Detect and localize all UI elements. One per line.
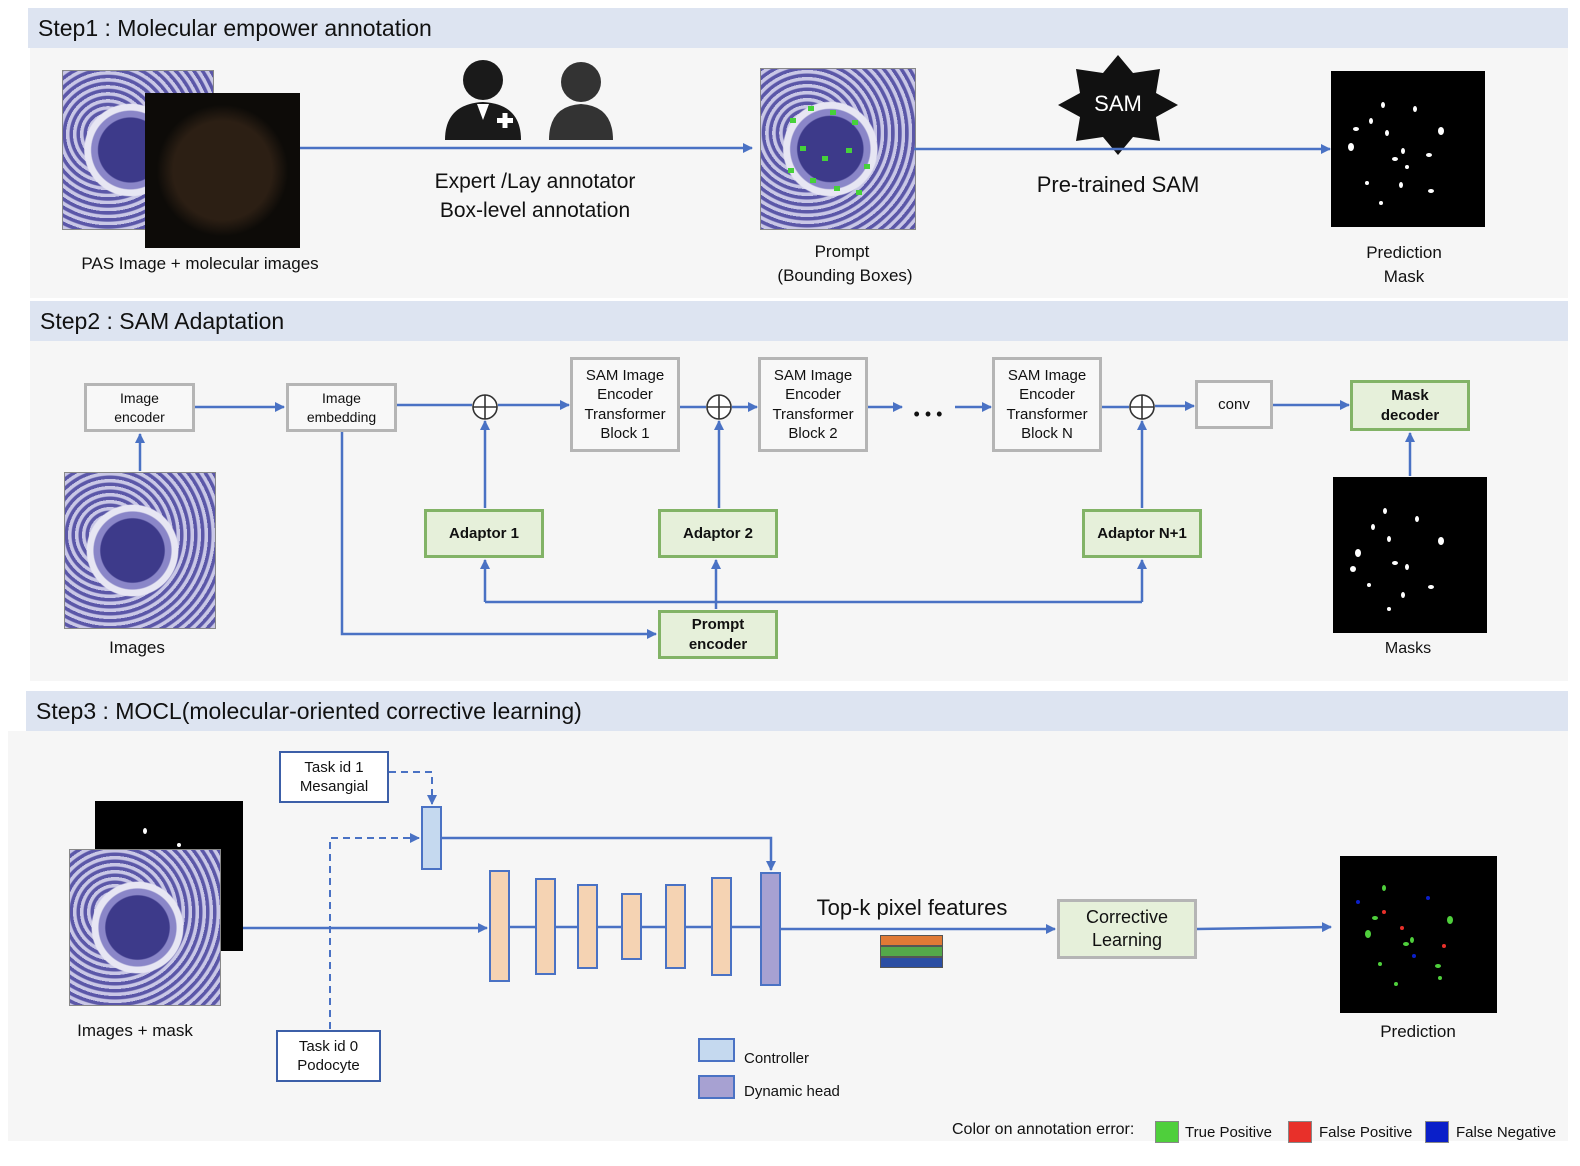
transformer-block-n: SAM Image Encoder Transformer Block N [992,357,1102,452]
task-id-1-box: Task id 1 Mesangial [279,751,389,803]
sam-badge-label: SAM [1094,91,1142,116]
fp-swatch [1288,1121,1312,1143]
prompt-label-2: (Bounding Boxes) [777,266,913,285]
prediction-mask-image [1331,71,1485,227]
unet-block-1 [489,870,510,982]
corrective-learning-box: Corrective Learning [1057,899,1197,959]
mask-overlay-dots [95,801,243,851]
molecular-image [145,93,300,248]
unet-block-5 [665,884,686,969]
legend-controller-label: Controller [744,1050,810,1067]
unet-block-4 [621,893,642,960]
step3-panel [8,731,1568,1141]
task-id-0-box: Task id 0 Podocyte [276,1030,381,1082]
prediction-label-1: Prediction [1366,243,1442,262]
annotator-label-1: Expert /Lay annotator [434,170,636,193]
expert-annotator-icon [441,58,525,142]
sam-badge-icon [1058,55,1178,155]
adaptor-n-box: Adaptor N+1 [1082,509,1202,558]
final-prediction-dots [1340,856,1497,1013]
adaptor-2-box: Adaptor 2 [658,509,778,558]
images-label: Images [109,638,165,657]
step1-header: Step1 : Molecular empower annotation [28,8,1568,48]
lay-annotator-icon [547,60,615,142]
image-embedding-box: Image embedding [286,383,397,432]
adaptor-1-box: Adaptor 1 [424,509,544,558]
tp-swatch [1155,1121,1179,1143]
final-prediction-label: Prediction [1380,1022,1456,1041]
prediction-label-2: Mask [1383,267,1425,286]
unet-block-3 [577,884,598,969]
conv-box: conv [1195,380,1273,429]
legend-dynamic-swatch [698,1075,735,1099]
prediction-mask-dots [1331,71,1485,227]
fn-swatch [1425,1121,1449,1143]
fn-label: False Negative [1456,1124,1557,1141]
topk-label: Top-k pixel features [816,895,1008,920]
controller-block [421,806,442,870]
prompt-bounding-box-image [760,68,916,230]
feature-bar-orange [880,935,943,946]
mask-decoder-box: Mask decoder [1350,380,1470,431]
masks-label: Masks [1384,640,1432,657]
legend-controller-swatch [698,1038,735,1062]
color-legend-title: Color on annotation error: [952,1121,1135,1138]
prompt-encoder-box: Prompt encoder [658,610,778,659]
block-ellipsis: • • • [913,404,943,424]
gt-mask-dots [1333,477,1487,633]
step3-tissue-image [69,849,221,1006]
feature-bar-blue [880,957,943,968]
pretrained-sam-label: Pre-trained SAM [1036,172,1200,197]
image-encoder-box: Image encoder [84,383,195,432]
dynamic-head-block [760,872,781,986]
step2-header: Step2 : SAM Adaptation [30,301,1568,341]
bounding-box-markers [760,68,914,228]
pas-label: PAS Image + molecular images [81,254,319,273]
prompt-label-1: Prompt [814,242,870,261]
feature-bar-green [880,946,943,957]
transformer-block-2: SAM Image Encoder Transformer Block 2 [758,357,868,452]
images-mask-label: Images + mask [77,1021,193,1040]
unet-block-2 [535,878,556,975]
step3-header: Step3 : MOCL(molecular-oriented correcti… [26,691,1568,731]
input-tissue-image [64,472,216,629]
tp-label: True Positive [1185,1124,1272,1141]
unet-block-6 [711,877,732,976]
fp-label: False Positive [1319,1124,1413,1141]
legend-dynamic-label: Dynamic head [744,1083,840,1100]
annotator-label-2: Box-level annotation [439,199,631,222]
transformer-block-1: SAM Image Encoder Transformer Block 1 [570,357,680,452]
